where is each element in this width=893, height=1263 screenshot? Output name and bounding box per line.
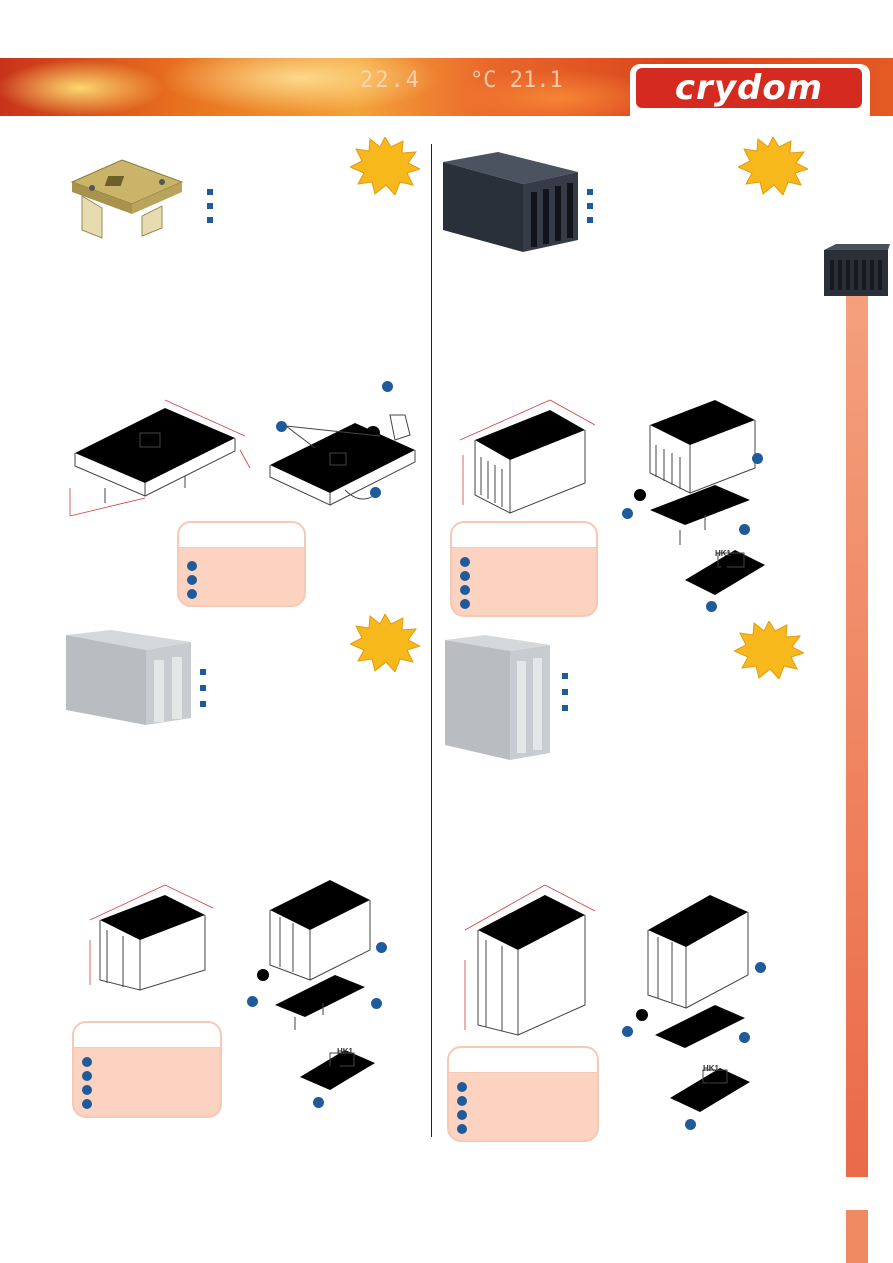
callout-dot-icon	[82, 1085, 92, 1095]
callout-dot-icon	[371, 998, 382, 1009]
bullet-square-icon	[207, 217, 213, 223]
callout-dot-icon	[313, 1097, 324, 1108]
crydom-logo: crydom	[636, 68, 862, 108]
bullet-square-icon	[562, 673, 568, 679]
heatsink-thumbnail-icon	[824, 244, 890, 296]
bullet-square-icon	[200, 701, 206, 707]
hk1-label: HK1	[715, 549, 732, 558]
callout-dot-icon	[739, 1032, 750, 1043]
bullet-square-icon	[207, 189, 213, 195]
starburst-icon	[738, 137, 808, 195]
black-heatsink-photo	[443, 152, 578, 252]
legend-box	[450, 521, 598, 617]
large-heatsink-dimension-drawing	[464, 884, 596, 1036]
legend-header	[452, 523, 596, 548]
heatsink-assembly-drawing	[634, 400, 756, 545]
bullet-square-icon	[200, 685, 206, 691]
legend-header	[179, 523, 304, 548]
heatsink-dimension-drawing	[459, 399, 596, 514]
banner-readout-1: 22.4	[360, 68, 421, 93]
callout-dot-icon	[82, 1099, 92, 1109]
aluminium-heatsink-photo	[66, 630, 191, 725]
callout-dot-icon	[276, 421, 287, 432]
din-clip-dimension-drawing	[69, 399, 251, 517]
callout-dot-icon	[247, 996, 258, 1007]
callout-dot-icon	[457, 1124, 467, 1134]
callout-dot-icon	[382, 381, 393, 392]
callout-dot-icon	[460, 571, 470, 581]
callout-dot-icon	[187, 561, 197, 571]
bullet-square-icon	[587, 203, 593, 209]
bullet-square-icon	[587, 217, 593, 223]
legend-header	[74, 1023, 220, 1048]
aluminium-heatsink-dimension-drawing	[89, 884, 214, 991]
legend-box	[177, 521, 306, 607]
legend-box	[447, 1046, 599, 1142]
banner-readout-2: °C 21.1	[470, 68, 563, 93]
callout-dot-icon	[187, 575, 197, 585]
hk1-pad-drawing	[685, 550, 765, 595]
callout-dot-icon	[370, 487, 381, 498]
callout-dot-icon	[82, 1071, 92, 1081]
starburst-icon	[350, 137, 420, 195]
bullet-square-icon	[200, 669, 206, 675]
callout-dot-icon	[755, 962, 766, 973]
callout-dot-icon	[460, 599, 470, 609]
aluminium-heatsink-assembly-drawing	[257, 880, 371, 1030]
hk1-label: HK1	[703, 1064, 720, 1073]
callout-dot-icon	[622, 508, 633, 519]
callout-leader-lines	[285, 425, 381, 449]
hk1-pad-drawing	[670, 1068, 750, 1112]
callout-dot-icon	[82, 1057, 92, 1067]
callout-dot-icon	[457, 1110, 467, 1120]
registered-mark: ®	[856, 70, 862, 79]
callout-dot-icon	[685, 1119, 696, 1130]
callout-dot-icon	[706, 601, 717, 612]
callout-dot-icon	[376, 942, 387, 953]
large-heatsink-assembly-drawing	[636, 895, 749, 1048]
callout-dot-icon	[187, 589, 197, 599]
hk1-pad-drawing	[300, 1050, 375, 1090]
hk1-label: HK1	[337, 1047, 354, 1056]
bullet-square-icon	[587, 189, 593, 195]
legend-box	[72, 1021, 222, 1118]
callout-dot-icon	[622, 1026, 633, 1037]
bullet-square-icon	[562, 689, 568, 695]
din-clip-photo	[70, 159, 184, 239]
legend-header	[449, 1048, 597, 1073]
page-number-tab	[846, 1210, 868, 1263]
bullet-square-icon	[207, 203, 213, 209]
callout-dot-icon	[752, 453, 763, 464]
bullet-square-icon	[562, 705, 568, 711]
callout-dot-icon	[457, 1096, 467, 1106]
column-divider	[431, 144, 432, 1137]
large-aluminium-heatsink-photo	[445, 635, 550, 760]
starburst-icon	[350, 614, 420, 672]
side-accent-strip	[846, 290, 868, 1177]
starburst-icon	[734, 621, 804, 679]
callout-dot-icon	[460, 557, 470, 567]
callout-dot-icon	[739, 524, 750, 535]
callout-dot-icon	[457, 1082, 467, 1092]
din-clip-assembly-drawing	[269, 414, 416, 506]
callout-dot-icon	[460, 585, 470, 595]
